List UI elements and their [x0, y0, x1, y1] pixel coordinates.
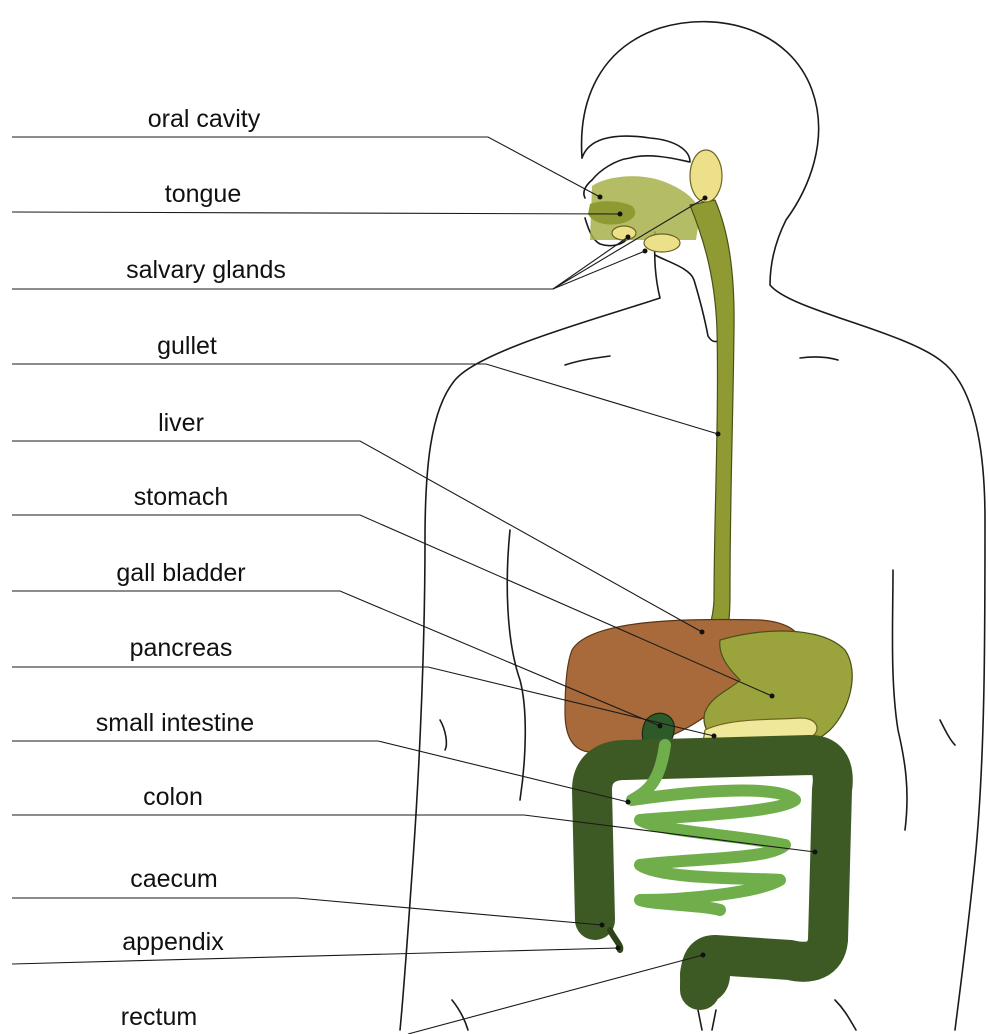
label-caecum: caecum	[130, 865, 218, 893]
label-colon: colon	[143, 783, 203, 811]
labels: oral cavity tongue salvary glands gullet…	[96, 105, 286, 1031]
label-appendix: appendix	[122, 928, 224, 956]
label-tongue: tongue	[165, 180, 241, 208]
label-salivary-glands: salvary glands	[126, 256, 286, 284]
label-small-intestine: small intestine	[96, 709, 254, 737]
label-rectum: rectum	[121, 1003, 197, 1031]
label-gullet: gullet	[157, 332, 217, 360]
label-pancreas: pancreas	[130, 634, 233, 662]
label-oral-cavity: oral cavity	[148, 105, 261, 133]
label-gall-bladder: gall bladder	[116, 559, 245, 587]
label-liver: liver	[158, 409, 204, 437]
label-stomach: stomach	[134, 483, 228, 511]
